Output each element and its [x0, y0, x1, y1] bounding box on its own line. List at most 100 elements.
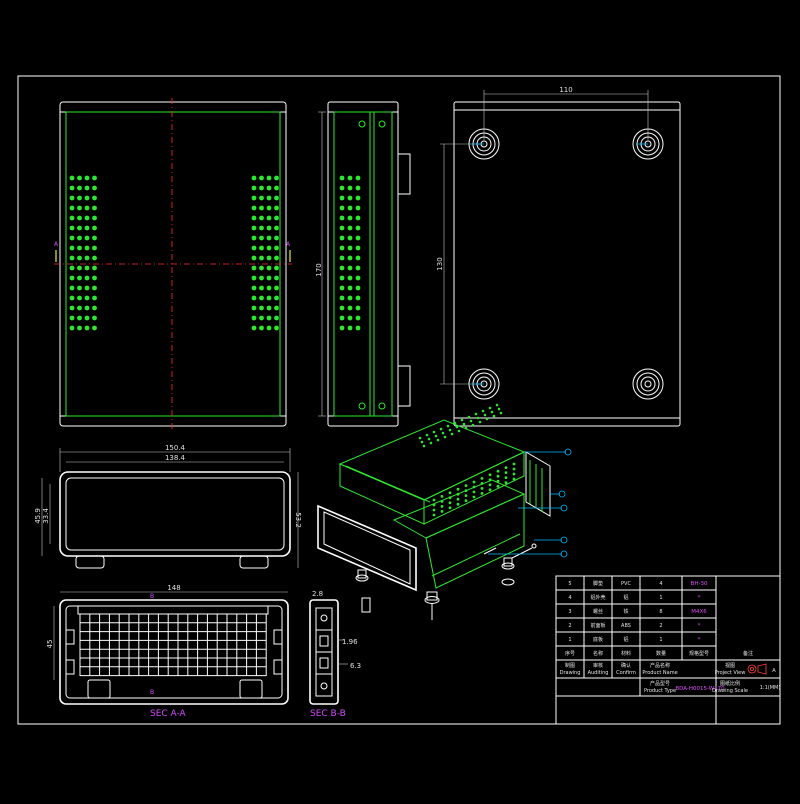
- bom-cell: 4: [568, 595, 571, 601]
- title-block-text: Product Type: [644, 688, 676, 694]
- title-block-text: 产品型号: [650, 680, 670, 687]
- vent-hole: [347, 205, 353, 211]
- vent-hole: [347, 325, 353, 331]
- bom-cell: 铁: [623, 608, 628, 615]
- vent-hole: [77, 265, 82, 271]
- vent-hole: [464, 484, 468, 487]
- vent-hole: [84, 315, 90, 321]
- vent-hole: [481, 409, 485, 413]
- vent-hole: [92, 225, 97, 231]
- mount-bracket: [65, 659, 75, 675]
- section-label-bb: SEC B-B: [310, 709, 346, 719]
- vent-hole-array-right: [251, 175, 279, 331]
- vent-hole: [251, 325, 257, 331]
- vent-hole: [92, 185, 97, 191]
- bom-header: 数量: [656, 650, 666, 657]
- vent-hole: [84, 225, 90, 231]
- vent-hole: [339, 225, 345, 231]
- vent-hole: [92, 325, 97, 331]
- part-balloon: [560, 536, 568, 544]
- title-block-text: Project View: [715, 670, 746, 676]
- vent-hole: [92, 195, 97, 201]
- vent-hole: [84, 215, 90, 221]
- part-balloon: [558, 490, 566, 498]
- dim-top-width: 110: [559, 86, 572, 94]
- vent-hole: [436, 438, 440, 442]
- vent-hole: [492, 414, 496, 418]
- vent-hole: [77, 185, 82, 191]
- vent-hole: [504, 481, 508, 484]
- vent-hole: [355, 225, 361, 231]
- vent-hole: [266, 235, 272, 241]
- vent-hole: [432, 508, 436, 512]
- vent-hole: [77, 255, 82, 261]
- vent-hole: [355, 285, 361, 291]
- vent-hole: [355, 215, 361, 221]
- vent-hole: [266, 195, 272, 201]
- vent-hole: [339, 205, 345, 211]
- vent-hole: [347, 215, 353, 221]
- vent-hole: [251, 175, 257, 181]
- vent-hole: [84, 245, 90, 251]
- vent-hole: [259, 285, 264, 291]
- vent-hole: [259, 235, 264, 241]
- vent-hole: [504, 476, 508, 479]
- vent-hole: [259, 255, 264, 261]
- vent-hole: [496, 469, 500, 473]
- bom-header: 备注: [743, 650, 753, 657]
- vent-hole: [69, 305, 75, 311]
- vent-hole: [464, 426, 468, 430]
- vent-hole: [448, 506, 452, 510]
- section-label-aa: SEC A-A: [150, 709, 187, 719]
- view-section-aa: 148 45 B B SEC A-A: [46, 584, 289, 719]
- vent-hole: [422, 444, 426, 448]
- vent-hole: [467, 415, 471, 419]
- vent-hole: [471, 423, 475, 427]
- vent-hole: [266, 315, 272, 321]
- dim-front-inner-width: 138.4: [165, 454, 186, 462]
- vent-hole: [259, 215, 264, 221]
- vent-hole: [259, 175, 264, 181]
- vent-hole: [347, 175, 353, 181]
- bom-cell: 3: [568, 609, 571, 615]
- vent-hole: [92, 245, 97, 251]
- bom-cell: 前面板: [590, 622, 605, 629]
- vent-hole: [274, 245, 279, 251]
- vent-hole: [266, 255, 272, 261]
- bom-cell: *: [698, 623, 701, 629]
- vent-hole: [92, 285, 97, 291]
- vent-hole: [339, 195, 345, 201]
- bom-cell: 2: [568, 623, 571, 629]
- vent-hole: [339, 215, 345, 221]
- part-balloon: [560, 550, 568, 558]
- vent-hole: [77, 175, 82, 181]
- bom-cell: *: [698, 637, 701, 643]
- vent-hole: [259, 295, 264, 301]
- dim-front-height-b: 33.4: [42, 508, 50, 524]
- vent-hole: [266, 325, 272, 331]
- vent-hole: [259, 315, 264, 321]
- vent-hole: [347, 305, 353, 311]
- dim-front-outer-width: 150.4: [165, 444, 186, 452]
- vent-hole: [77, 245, 82, 251]
- title-block-text: BDA-H0015-W170: [675, 686, 725, 692]
- vent-hole: [84, 265, 90, 271]
- vent-hole-array-side: [339, 175, 361, 331]
- vent-hole: [77, 195, 82, 201]
- vent-hole: [504, 466, 508, 469]
- section-marker-b-right: B: [150, 689, 154, 696]
- vent-hole: [355, 315, 361, 321]
- vent-hole: [84, 325, 90, 331]
- vent-hole: [251, 285, 257, 291]
- dim-sec-width: 148: [167, 584, 180, 592]
- vent-hole: [355, 245, 361, 251]
- vent-hole: [347, 185, 353, 191]
- vent-hole: [495, 403, 499, 407]
- vent-hole: [355, 235, 361, 241]
- vent-hole: [266, 185, 272, 191]
- vent-hole: [266, 285, 272, 291]
- vent-hole: [347, 225, 353, 231]
- vent-hole: [274, 295, 279, 301]
